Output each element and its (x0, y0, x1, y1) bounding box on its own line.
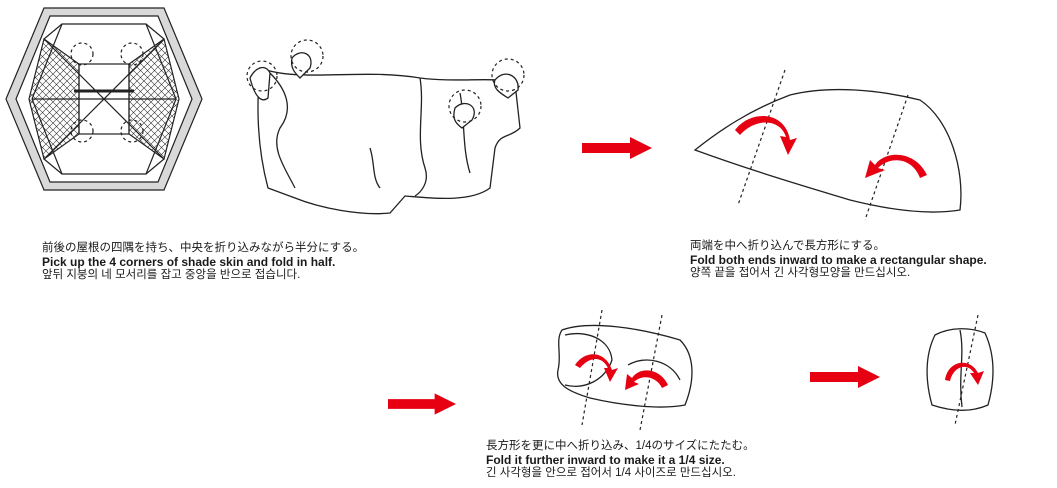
tent-top-view-illustration (5, 7, 203, 191)
step-2-kr: 양쪽 끝을 접어서 긴 사각형모양을 만드십시오. (690, 267, 911, 279)
step-2-en: Fold both ends inward to make a rectangu… (690, 252, 987, 267)
step-3-jp: 長方形を更に中へ折り込み、1/4のサイズにたたむ。 (486, 440, 755, 452)
fold-in-half-illustration (246, 39, 525, 215)
step-3-en: Fold it further inward to make it a 1/4 … (486, 452, 725, 467)
next-step-arrow-icon (582, 137, 652, 159)
step-2-caption: 両端を中へ折り込んで長方形にする。 Fold both ends inward … (690, 240, 987, 281)
step-3-kr: 긴 사각형을 안으로 접어서 1/4 사이즈로 만드십시오. (486, 467, 736, 479)
step-1-jp: 前後の屋根の四隅を持ち、中央を折り込みながら半分にする。 (42, 242, 365, 254)
step-1-caption: 前後の屋根の四隅を持ち、中央を折り込みながら半分にする。 Pick up the… (42, 242, 364, 283)
step-3-caption: 長方形を更に中へ折り込み、1/4のサイズにたたむ。 Fold it furthe… (486, 440, 755, 481)
final-folded-illustration (926, 315, 994, 425)
quarter-fold-illustration (557, 310, 693, 430)
step-2-jp: 両端を中へ折り込んで長方形にする。 (690, 240, 886, 252)
next-step-arrow-icon (810, 366, 880, 388)
next-step-arrow-icon (388, 393, 456, 415)
step-1-kr: 앞뒤 지붕의 네 모서리를 잡고 중앙을 반으로 접습니다. (42, 269, 301, 281)
step-1-en: Pick up the 4 corners of shade skin and … (42, 254, 336, 269)
rectangular-fold-illustration (693, 69, 962, 221)
